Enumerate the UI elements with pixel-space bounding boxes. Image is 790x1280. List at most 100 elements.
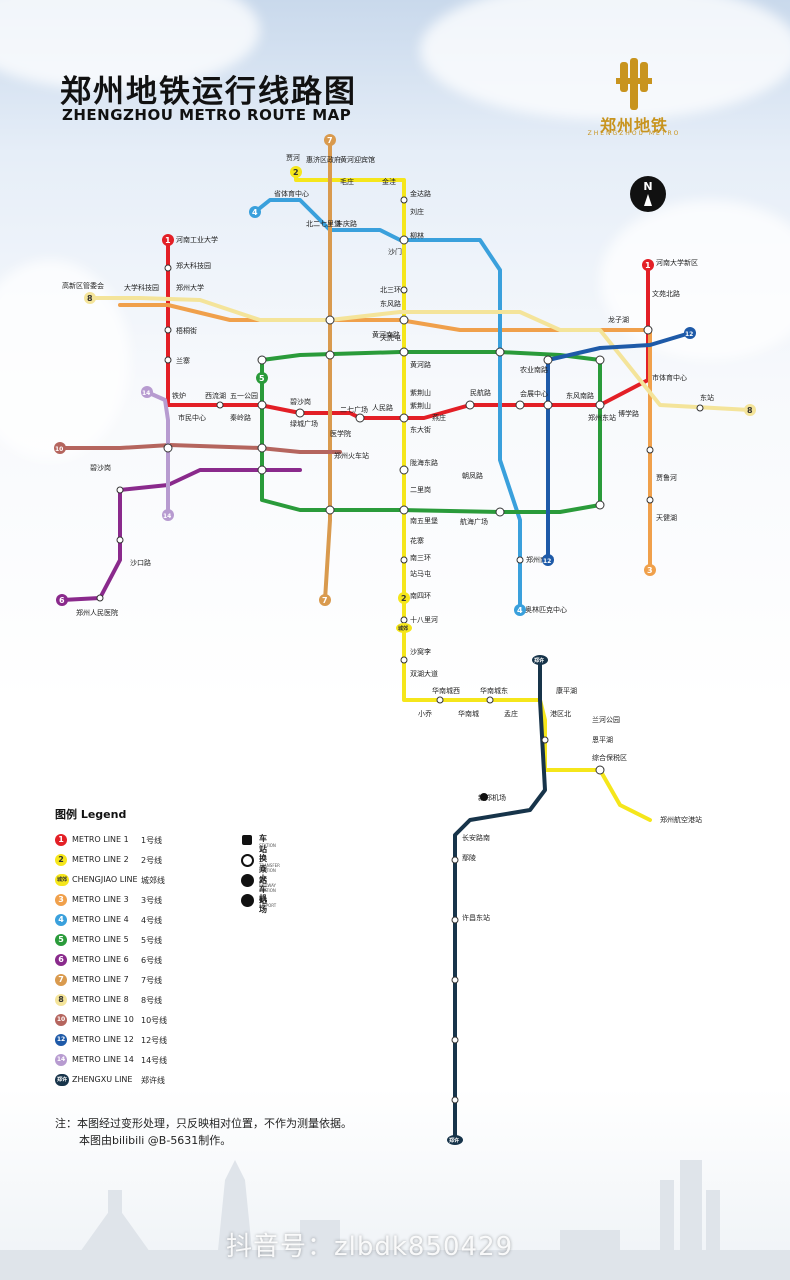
- airport-icon[interactable]: [480, 793, 488, 801]
- terminal-label: 1: [165, 236, 171, 245]
- station-label: 华南城东: [480, 686, 508, 695]
- transfer-marker[interactable]: [399, 465, 409, 475]
- line-10-terminal-badge[interactable]: [54, 442, 66, 454]
- transfer-marker[interactable]: [325, 505, 335, 515]
- station-label: 金洼: [382, 177, 396, 186]
- line-3-terminal-badge[interactable]: [644, 564, 656, 576]
- station-marker[interactable]: [164, 356, 172, 364]
- symbol-label-zh: 机场: [259, 894, 267, 914]
- transfer-marker[interactable]: [465, 400, 475, 410]
- station-marker[interactable]: [696, 404, 704, 412]
- transfer-marker[interactable]: [543, 355, 553, 365]
- transfer-marker[interactable]: [257, 400, 267, 410]
- station-marker[interactable]: [451, 916, 459, 924]
- line-14-terminal-badge[interactable]: [162, 509, 174, 521]
- station-marker[interactable]: [646, 446, 654, 454]
- station-marker[interactable]: [400, 286, 408, 294]
- station-marker[interactable]: [216, 401, 224, 409]
- station-label: 碧沙岗: [290, 397, 311, 406]
- legend-label-en: METRO LINE 2: [72, 855, 129, 864]
- transfer-marker[interactable]: [595, 355, 605, 365]
- station-marker[interactable]: [400, 196, 408, 204]
- station-label: 博学路: [618, 409, 639, 418]
- line-7-terminal-badge[interactable]: [319, 594, 331, 606]
- zhengxu-terminal-badge[interactable]: [447, 1135, 463, 1145]
- chengjiao-badge[interactable]: [396, 623, 412, 633]
- station-label: 兰寨: [176, 356, 190, 365]
- transfer-marker[interactable]: [399, 235, 409, 245]
- station-marker[interactable]: [400, 616, 408, 624]
- transfer-marker[interactable]: [257, 465, 267, 475]
- station-label: 北二七里堡: [306, 219, 341, 228]
- line-12-terminal-badge[interactable]: [542, 554, 554, 566]
- line-8-terminal-badge[interactable]: [84, 292, 96, 304]
- station-marker[interactable]: [451, 1096, 459, 1104]
- transfer-marker[interactable]: [595, 400, 605, 410]
- line-1-terminal-badge[interactable]: [162, 234, 174, 246]
- station-marker[interactable]: [646, 496, 654, 504]
- station-marker[interactable]: [96, 594, 104, 602]
- station-label: 十八里河: [410, 615, 438, 624]
- transfer-marker[interactable]: [257, 443, 267, 453]
- transfer-marker[interactable]: [595, 500, 605, 510]
- station-marker[interactable]: [400, 556, 408, 564]
- transfer-marker[interactable]: [643, 325, 653, 335]
- line-6-terminal-badge[interactable]: [56, 594, 68, 606]
- station-label: 康平湖: [556, 686, 577, 695]
- station-marker[interactable]: [451, 856, 459, 864]
- transfer-marker[interactable]: [495, 507, 505, 517]
- line-4-terminal-badge[interactable]: [514, 604, 526, 616]
- line-8-terminal-badge[interactable]: [744, 404, 756, 416]
- line-5-badge-icon: 5: [55, 934, 67, 946]
- station-marker[interactable]: [451, 1036, 459, 1044]
- legend-label-en: METRO LINE 6: [72, 955, 129, 964]
- transfer-marker[interactable]: [257, 355, 267, 365]
- line-4-terminal-badge[interactable]: [249, 206, 261, 218]
- transfer-marker[interactable]: [355, 413, 365, 423]
- legend-label-zh: 8号线: [141, 996, 163, 1005]
- station-marker[interactable]: [164, 264, 172, 272]
- station-marker[interactable]: [516, 556, 524, 564]
- station-marker[interactable]: [116, 536, 124, 544]
- transfer-marker[interactable]: [163, 443, 173, 453]
- transfer-marker[interactable]: [515, 400, 525, 410]
- transfer-marker[interactable]: [595, 765, 605, 775]
- line-2-terminal-badge[interactable]: [290, 166, 302, 178]
- line-12-terminal-badge[interactable]: [684, 327, 696, 339]
- station-marker[interactable]: [164, 326, 172, 334]
- station-marker[interactable]: [436, 696, 444, 704]
- station-label: 航海广场: [460, 517, 488, 526]
- transfer-marker[interactable]: [325, 350, 335, 360]
- station-label: 沙门: [388, 247, 402, 256]
- line-7-terminal-badge[interactable]: [324, 134, 336, 146]
- line-5-badge[interactable]: [256, 372, 268, 384]
- transfer-marker[interactable]: [495, 347, 505, 357]
- station-label: 碧沙岗: [90, 463, 111, 472]
- station-label: 南四环: [410, 591, 431, 600]
- station-marker[interactable]: [541, 736, 549, 744]
- line-2-terminal-badge[interactable]: [398, 592, 410, 604]
- transfer-marker[interactable]: [399, 315, 409, 325]
- transfer-marker[interactable]: [543, 400, 553, 410]
- station-label: 郑州大学: [176, 283, 204, 292]
- line-14-terminal-badge[interactable]: [141, 386, 153, 398]
- transfer-marker[interactable]: [399, 505, 409, 515]
- station-marker[interactable]: [486, 696, 494, 704]
- station-label: 东站: [700, 393, 714, 402]
- terminal-label: 1: [645, 261, 651, 270]
- station-marker[interactable]: [451, 976, 459, 984]
- legend-label-en: METRO LINE 5: [72, 935, 129, 944]
- transfer-marker[interactable]: [399, 347, 409, 357]
- station-label: 惠济区政府: [306, 155, 341, 164]
- line-7-badge-icon: 7: [55, 974, 67, 986]
- station-marker[interactable]: [400, 656, 408, 664]
- station-label: 毛庄: [340, 177, 354, 186]
- transfer-marker[interactable]: [325, 315, 335, 325]
- station-label: 北三环: [380, 286, 401, 294]
- zhengxu-terminal-badge[interactable]: [532, 655, 548, 665]
- line-1-terminal-badge[interactable]: [642, 259, 654, 271]
- transfer-marker[interactable]: [399, 413, 409, 423]
- transfer-marker[interactable]: [295, 408, 305, 418]
- symbol-label-zh: 车站: [259, 834, 267, 854]
- station-marker[interactable]: [116, 486, 124, 494]
